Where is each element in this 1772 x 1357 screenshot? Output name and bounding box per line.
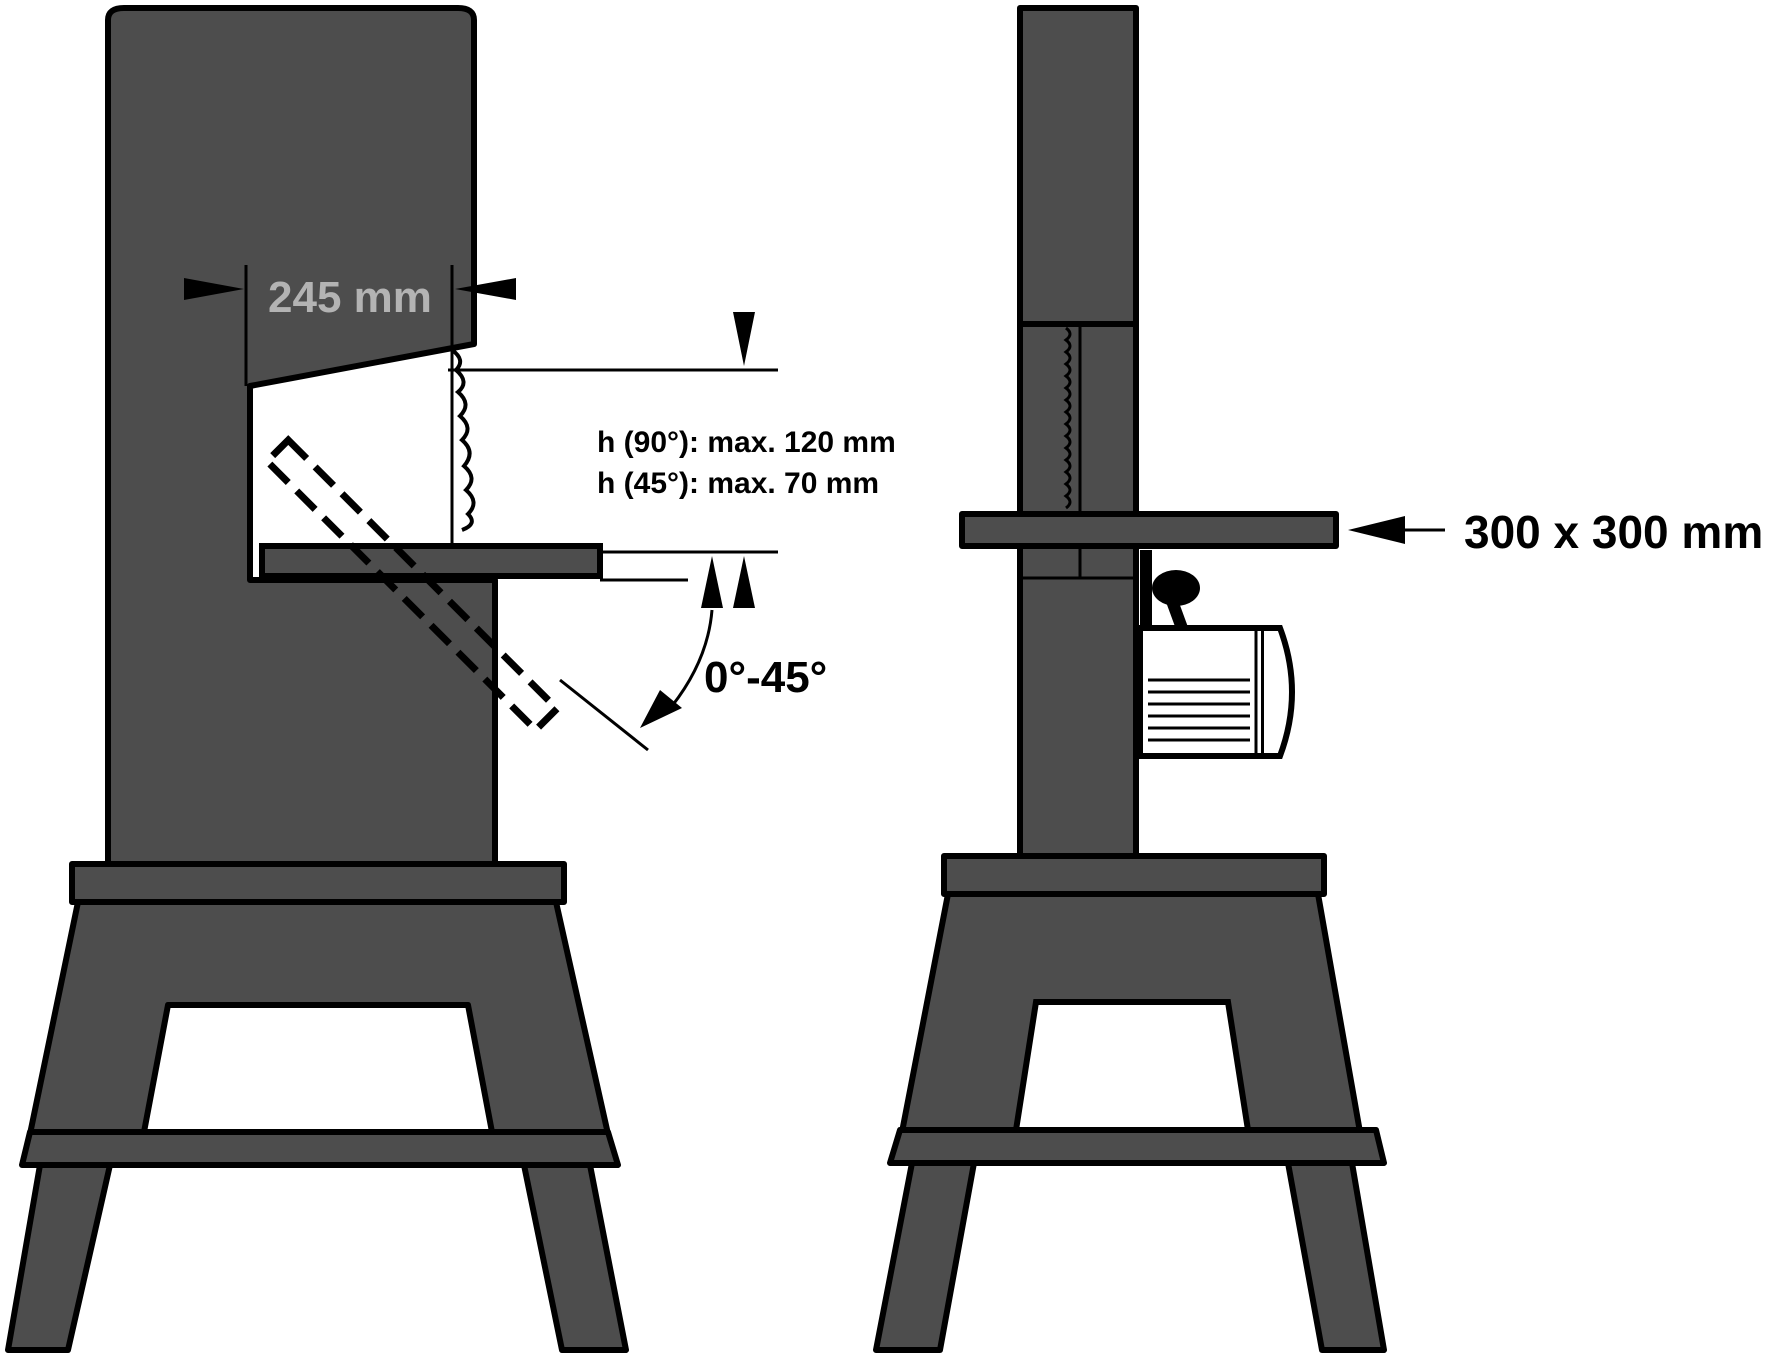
tilt-knob xyxy=(1152,570,1200,606)
height-90-label: h (90°): max. 120 mm xyxy=(597,426,896,459)
motor xyxy=(1137,625,1295,759)
height-arrow-bottom-right xyxy=(733,556,755,608)
tilt-range-label: 0°-45° xyxy=(704,653,827,702)
leg-front-left xyxy=(5,1162,113,1353)
side-blade-section xyxy=(1017,321,1139,517)
tilt-arrow-tip xyxy=(640,690,682,728)
leg-front-right xyxy=(521,1162,629,1353)
side-saw-blade xyxy=(1063,326,1072,510)
stand-shelf-front xyxy=(19,1129,621,1168)
base-plate-front xyxy=(69,861,567,905)
saw-table-side xyxy=(959,511,1339,549)
table-size-label: 300 x 300 mm xyxy=(1464,506,1763,558)
saw-table-front xyxy=(259,543,603,579)
side-lower-column xyxy=(1017,543,1139,859)
side-upper-column xyxy=(1017,5,1139,327)
saw-frame-body xyxy=(105,5,498,871)
throat-arrow-left xyxy=(184,278,244,300)
height-arrow-top xyxy=(733,312,755,366)
base-plate-side xyxy=(941,853,1327,897)
throat-width-label: 245 mm xyxy=(268,273,432,322)
stand-shelf-side xyxy=(887,1127,1387,1166)
tilt-arrow-up xyxy=(701,556,723,608)
front-view: 245 mm h (90°): max. 120 mm h (45°): max… xyxy=(5,5,896,1353)
saw-blade xyxy=(450,348,476,532)
leg-side-right xyxy=(1285,1160,1387,1353)
leg-side-left xyxy=(873,1160,977,1353)
height-45-label: h (45°): max. 70 mm xyxy=(597,467,879,500)
table-size-arrow xyxy=(1348,516,1405,544)
side-view: 300 x 300 mm xyxy=(873,5,1763,1353)
throat-arrow-right xyxy=(455,278,516,300)
